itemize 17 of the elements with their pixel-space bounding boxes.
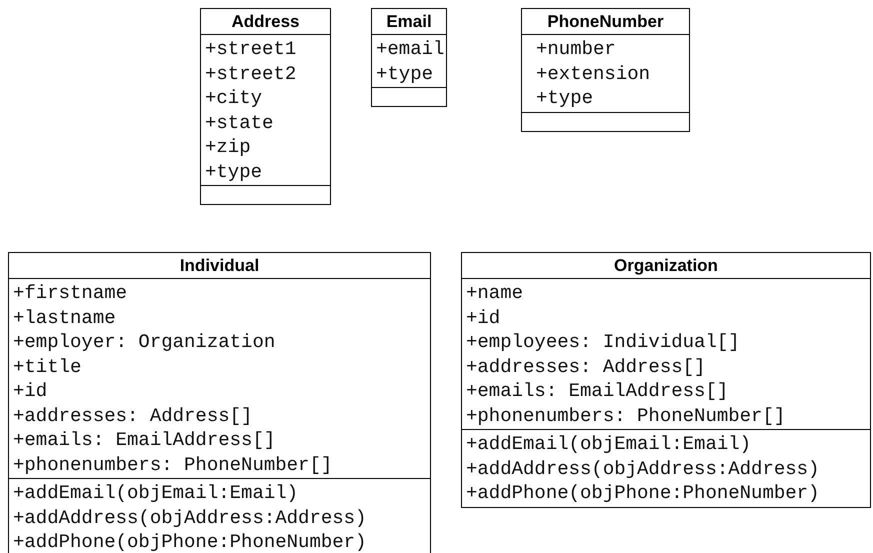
class-box	[8, 252, 431, 553]
class-box	[521, 8, 690, 132]
attribute-list: +name +id +employees: Individual[] +addresses: Address[] +emails: EmailAddress[] +phonenumbers: PhoneNumber[]	[462, 279, 870, 429]
class-box	[200, 8, 331, 205]
method-list: +addEmail(objEmail:Email) +addAddress(objAddress:Address) +addPhone(objPhone:PhoneNumber)	[9, 478, 430, 553]
attribute-list: +email +type	[372, 35, 446, 87]
attribute-list: +firstname +lastname +employer: Organization +title +id +addresses: Address[] +emails: EmailAddress[] +phonenumbers: PhoneNumber[]	[9, 279, 430, 478]
method-list: +addEmail(objEmail:Email) +addAddress(objAddress:Address) +addPhone(objPhone:PhoneNumber)	[462, 429, 870, 506]
attribute-list: +street1 +street2 +city +state +zip +type	[201, 35, 330, 185]
class-name: Individual	[9, 253, 430, 279]
class-box	[371, 8, 447, 107]
class-name: Address	[201, 9, 330, 35]
class-name: PhoneNumber	[522, 9, 689, 35]
class-name: Organization	[462, 253, 870, 279]
attribute-list: +number +extension +type	[522, 35, 689, 112]
class-box	[461, 252, 871, 508]
class-name: Email	[372, 9, 446, 35]
